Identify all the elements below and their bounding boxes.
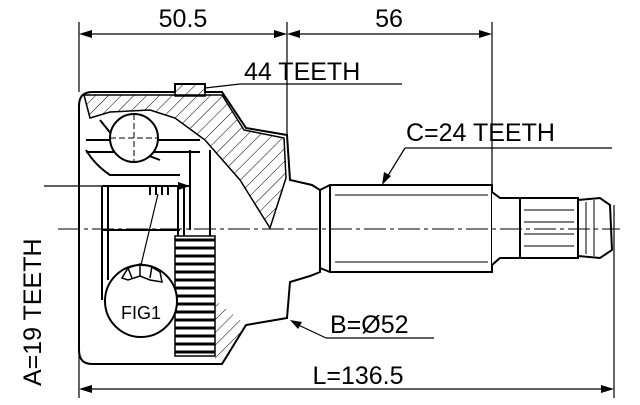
ring-teeth-label: 44 TEETH xyxy=(244,58,360,86)
dimension-top-right xyxy=(287,22,493,195)
fig1-label: FIG1 xyxy=(121,303,161,323)
fig1-leader xyxy=(140,193,159,266)
ring-tab xyxy=(174,83,206,97)
dim-top-right-label: 56 xyxy=(375,5,403,33)
seal-diameter-label: B=Ø52 xyxy=(330,311,409,339)
inner-spline-label: A=19 TEETH xyxy=(19,238,47,386)
output-shaft xyxy=(319,184,614,273)
shaft-thread-marks xyxy=(524,209,574,247)
abs-tone-ring xyxy=(174,235,216,357)
dimension-top-left xyxy=(78,22,288,135)
shaft-spline-label: C=24 TEETH xyxy=(406,119,555,147)
leader-inner-spline xyxy=(44,182,190,190)
inner-spline-marks xyxy=(149,186,169,195)
dimension-total-length xyxy=(78,205,615,398)
joint-ball xyxy=(109,113,159,163)
total-length-label: L=136.5 xyxy=(312,362,403,390)
leader-seal-diameter xyxy=(290,320,434,339)
leader-shaft-spline xyxy=(382,147,612,185)
fig1-detail xyxy=(104,263,178,338)
dim-top-left-label: 50.5 xyxy=(159,5,208,33)
leader-ring-teeth xyxy=(204,83,402,89)
